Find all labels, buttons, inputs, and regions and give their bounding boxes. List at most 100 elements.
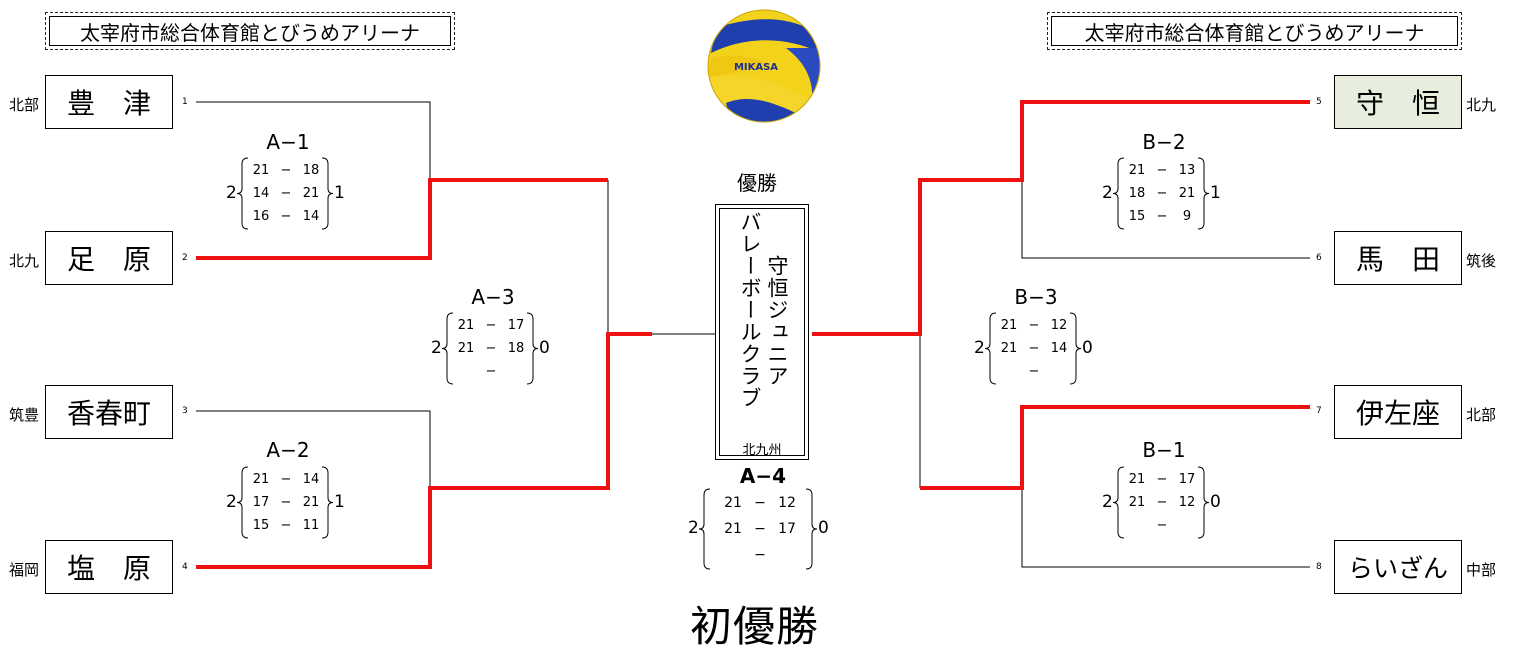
set-dash: − bbox=[1156, 209, 1168, 224]
right-brace bbox=[1197, 157, 1210, 230]
set-dash: − bbox=[280, 518, 292, 533]
champion-region: 北九州 bbox=[742, 443, 782, 458]
region-team3: 筑豊 bbox=[9, 406, 40, 424]
team-box-3: 香春町 bbox=[45, 385, 173, 439]
team-name: 馬 田 bbox=[1355, 243, 1440, 276]
set-score-away bbox=[774, 542, 800, 568]
region-team7: 北部 bbox=[1466, 406, 1497, 424]
team-name: らいざん bbox=[1347, 554, 1448, 583]
match-label-a1: A−1 bbox=[266, 130, 310, 154]
score-wins: 2 bbox=[688, 518, 699, 538]
set-dash: − bbox=[485, 364, 497, 379]
set-dash: − bbox=[1028, 341, 1040, 356]
set-score-away: 17 bbox=[1178, 472, 1196, 487]
score-wins: 2 bbox=[1102, 491, 1113, 512]
set-dash: − bbox=[1028, 364, 1040, 379]
team-name: 伊左座 bbox=[1355, 397, 1440, 430]
team-box-4: 塩 原 bbox=[45, 540, 173, 594]
team-name: 守 恒 bbox=[1355, 87, 1440, 120]
team-box-5-highlight: 守 恒 bbox=[1334, 75, 1462, 129]
set-score-home: 21 bbox=[457, 318, 475, 333]
line-team6 bbox=[1021, 180, 1310, 259]
score-braces bbox=[236, 157, 334, 230]
region-team6: 筑後 bbox=[1466, 252, 1497, 270]
set-score-away: 21 bbox=[302, 186, 320, 201]
set-row: 21−12 bbox=[720, 490, 800, 516]
line-team8 bbox=[1021, 488, 1310, 568]
set-dash: − bbox=[1156, 472, 1168, 487]
set-score-home: 15 bbox=[1128, 209, 1146, 224]
right-brace bbox=[321, 466, 334, 539]
score-braces bbox=[1112, 157, 1210, 230]
set-score-home bbox=[453, 360, 479, 383]
set-row: 21−17 bbox=[720, 516, 800, 542]
set-score-home bbox=[1124, 514, 1150, 537]
set-dash: − bbox=[280, 209, 292, 224]
set-score-home: 21 bbox=[724, 495, 742, 511]
set-dash: − bbox=[280, 186, 292, 201]
match-label-a2: A−2 bbox=[266, 438, 310, 462]
match-label-a4: A−4 bbox=[739, 464, 787, 488]
right-brace bbox=[1069, 312, 1082, 385]
set-row: 21−14 bbox=[996, 337, 1072, 360]
set-row: 21−18 bbox=[453, 337, 529, 360]
team-box-7: 伊左座 bbox=[1334, 385, 1462, 439]
team-box-8: らいざん bbox=[1334, 540, 1462, 594]
set-dash: − bbox=[485, 341, 497, 356]
seed-4: 4 bbox=[182, 562, 188, 572]
set-row: 16−14 bbox=[248, 205, 324, 228]
set-score-home: 21 bbox=[1000, 318, 1018, 333]
set-score-home: 14 bbox=[252, 186, 270, 201]
set-dash: − bbox=[1156, 186, 1168, 201]
set-dash: − bbox=[1028, 318, 1040, 333]
ball-brand: MIKASA bbox=[734, 62, 778, 73]
set-score-away: 12 bbox=[778, 495, 796, 511]
set-score-away: 14 bbox=[302, 209, 320, 224]
set-row: 15−11 bbox=[248, 514, 324, 537]
set-score-away: 12 bbox=[1050, 318, 1068, 333]
champion-label: 優勝 bbox=[737, 171, 777, 195]
score-wins: 2 bbox=[226, 491, 237, 512]
region-team1: 北部 bbox=[9, 96, 40, 114]
set-score-away bbox=[503, 360, 529, 383]
set-score-home: 18 bbox=[1128, 186, 1146, 201]
seed-3: 3 bbox=[182, 406, 188, 416]
set-dash: − bbox=[1156, 518, 1168, 533]
venue-label-left: 太宰府市総合体育館とびうめアリーナ bbox=[45, 12, 455, 50]
set-score-away: 12 bbox=[1178, 495, 1196, 510]
right-brace bbox=[526, 312, 539, 385]
score-losses: 0 bbox=[1210, 491, 1221, 512]
score-braces bbox=[441, 312, 539, 385]
score-losses: 0 bbox=[539, 337, 550, 358]
team-box-1: 豊 津 bbox=[45, 75, 173, 129]
set-row: 21−14 bbox=[248, 468, 324, 491]
set-score-home bbox=[720, 542, 746, 568]
champion-box-inner bbox=[719, 208, 805, 456]
region-team5: 北九 bbox=[1466, 96, 1497, 114]
seed-6: 6 bbox=[1316, 253, 1322, 263]
set-score-away: 11 bbox=[302, 518, 320, 533]
set-row: 18−21 bbox=[1124, 182, 1200, 205]
left-brace bbox=[1112, 157, 1125, 230]
left-brace bbox=[1112, 466, 1125, 539]
team-name: 足 原 bbox=[66, 243, 151, 276]
set-score-away: 18 bbox=[507, 341, 525, 356]
champion-box: 守恒ジュニア バレーボールクラブ 北九州 bbox=[715, 204, 809, 460]
set-score-home: 17 bbox=[252, 495, 270, 510]
win-line-team4 bbox=[196, 332, 652, 569]
win-line-team2 bbox=[196, 178, 608, 260]
set-score-home bbox=[996, 360, 1022, 383]
set-dash: − bbox=[280, 495, 292, 510]
team-box-6: 馬 田 bbox=[1334, 231, 1462, 285]
score-braces bbox=[698, 488, 818, 570]
champion-name-line2: バレーボールクラブ bbox=[738, 211, 762, 409]
score-braces bbox=[1112, 466, 1210, 539]
team-box-2: 足 原 bbox=[45, 231, 173, 285]
